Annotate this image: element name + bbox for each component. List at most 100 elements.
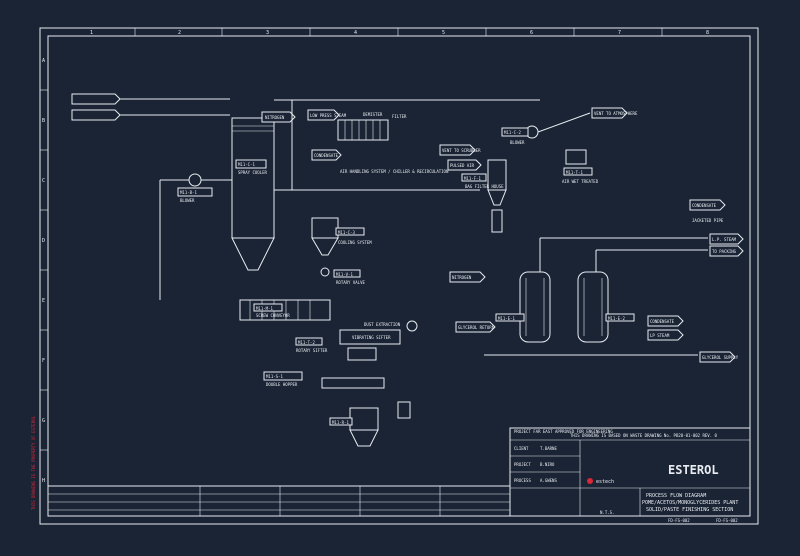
label-condensate-mid: CONDENSATE <box>650 319 675 324</box>
tag-cooling: M11-C-3 <box>338 230 355 235</box>
inlet-pulsed-air <box>447 159 482 171</box>
outlet-glycerol-return <box>455 321 496 333</box>
label-nitrogen-top: NITROGEN <box>265 115 285 120</box>
label-cooling: COOLING SYSTEM <box>338 240 372 245</box>
tag-rotary-sifter: M11-T-2 <box>298 340 315 345</box>
row-label: G <box>42 418 45 424</box>
client-value: T.BARNE <box>540 446 557 451</box>
tag-hopper: M11-S-1 <box>266 374 283 379</box>
inlet-glycerol-supply <box>699 351 736 363</box>
project-label: PROJECT <box>514 462 531 467</box>
outlet-vent-scrubber <box>439 144 476 156</box>
drawing-title-2: POME/ACETOS/MONOGLYCERIDES PLANT <box>642 500 738 506</box>
drawing-title-3: SOLID/PASTE FINISHING SECTION <box>646 507 733 513</box>
logo-icon <box>587 478 593 484</box>
tag-air-wet: M11-T-1 <box>566 170 583 175</box>
label-lp-steam-mid: LP STEAM <box>650 333 670 338</box>
label-blower-right: BLOWER <box>510 140 525 145</box>
label-bag-filter: BAG FILTER HOUSE <box>465 184 504 189</box>
label-vibrating-sifter: VIBRATING SIFTER <box>352 335 391 340</box>
inlet-condensate-left <box>311 149 342 161</box>
col-label: 1 <box>90 30 93 36</box>
double-hopper: M11-S-1 DOUBLE HOPPER M11-R-1 <box>263 371 411 447</box>
tag-blower-right: M11-C-2 <box>504 130 521 135</box>
label-air-handling: AIR HANDLING SYSTEM / CHILLER & RECIRCUL… <box>340 169 449 174</box>
label-vent-scrubber: VENT TO SCRUBBER <box>442 148 481 153</box>
label-low-press-steam: LOW PRESS STEAM <box>310 113 347 118</box>
label-demister: DEMISTER <box>363 112 383 117</box>
col-label: 3 <box>266 30 269 36</box>
title-block: PROJECT FAR EAST APPROVED FOR ENGINEERIN… <box>509 427 751 523</box>
project-value: B.NIRO <box>540 462 555 467</box>
col-label: 2 <box>178 30 181 36</box>
company-name: ESTEROL <box>668 463 719 477</box>
drawing-title-1: PROCESS FLOW DIAGRAM <box>646 493 706 499</box>
label-hopper: DOUBLE HOPPER <box>266 382 298 387</box>
label-rotary-sifter: ROTARY SIFTER <box>296 348 328 353</box>
tag-screw: M11-R-1 <box>332 420 349 425</box>
col-label: 5 <box>442 30 445 36</box>
tag-box-blower-right <box>501 127 529 137</box>
drawing-no: FD-FS-002 <box>668 518 690 523</box>
demister-unit: DEMISTER FILTER <box>337 112 407 141</box>
bag-filter-house: BAG FILTER HOUSE M11-F-1 <box>461 159 507 233</box>
row-label: A <box>42 58 45 64</box>
label-condensate-left: CONDENSATE <box>314 153 339 158</box>
tag-reactor-left: M11-E-1 <box>498 316 515 321</box>
outlet-condensate-mid <box>647 315 684 327</box>
tag-rotary-valve: M11-V-1 <box>336 272 353 277</box>
pipe-vent <box>537 112 591 133</box>
label-spray-cooler: SPRAY COOLER <box>238 170 267 175</box>
reactor-left: M11-E-1 <box>495 271 551 343</box>
label-jacketed-pipe: JACKETED PIPE <box>692 218 724 223</box>
label-screw-conveyor: SCREW CONVEYOR <box>256 313 290 318</box>
row-ruler: A B C D E F G H <box>40 58 48 484</box>
process-value: A.GWENS <box>540 478 557 483</box>
reactor-right: M11-E-2 <box>577 271 635 343</box>
label-ls-steam: L.P. STEAM <box>712 237 737 242</box>
row-label: E <box>42 298 45 304</box>
spray-cooler: M11-C-1 SPRAY COOLER <box>231 117 275 271</box>
revision-table <box>47 485 511 517</box>
label-air-wet: AIR WET TREATED <box>562 179 599 184</box>
outlet-vent-atmosphere <box>591 107 628 119</box>
blower-left: M11-B-1 BLOWER <box>159 173 232 300</box>
outlet-to-packing <box>709 245 744 257</box>
col-label: 8 <box>706 30 709 36</box>
scale: N.T.S. <box>600 510 614 515</box>
label-glycerol-supply: GLYCEROL SUPPLY <box>702 355 739 360</box>
tag-spray-cooler: M11-C-1 <box>238 162 255 167</box>
vibrating-sifter: VIBRATING SIFTER <box>339 329 401 361</box>
row-label: F <box>42 358 45 364</box>
col-label: 4 <box>354 30 357 36</box>
row-label: D <box>42 238 45 244</box>
inlet-top-left <box>71 93 230 121</box>
label-to-packing: TO PACKING <box>712 249 737 254</box>
row-label: B <box>42 118 45 124</box>
tag-box-rotary-sifter <box>295 337 323 346</box>
label-vent-atmosphere: VENT TO ATMOSPHERE <box>594 111 638 116</box>
row-label: C <box>42 178 45 184</box>
drawing-note: THIS DRAWING IS BASED ON WASTE DRAWING N… <box>570 433 717 438</box>
col-label: 7 <box>618 30 621 36</box>
inlet-low-press-steam <box>307 109 340 121</box>
label-nitrogen-mid: NITROGEN <box>452 275 472 280</box>
column-ruler: 1 2 3 4 5 6 7 8 <box>90 28 709 36</box>
inlet-lp-steam-mid <box>647 329 684 341</box>
col-label: 6 <box>530 30 533 36</box>
label-filter: FILTER <box>392 114 407 119</box>
label-pulsed-air: PULSED AIR <box>450 163 475 168</box>
tag-screw-conveyor: M11-M-1 <box>256 306 273 311</box>
tag-blower-left: M11-B-1 <box>180 190 197 195</box>
inlet-ls-steam <box>709 233 744 245</box>
label-glycerol-return: GLYCEROL RETURN <box>458 325 495 330</box>
tag-reactor-right: M11-E-2 <box>608 316 625 321</box>
sheet-no: FD-FS-002 <box>716 518 738 523</box>
label-rotary-valve: ROTARY VALVE <box>336 280 365 285</box>
row-label: H <box>42 478 45 484</box>
approved-for: PROJECT FAR EAST APPROVED FOR ENGINEERIN… <box>514 429 613 434</box>
dust-fan <box>406 320 418 332</box>
tag-bag-filter: M11-F-1 <box>464 176 481 181</box>
inlet-nitrogen-mid <box>449 271 486 283</box>
